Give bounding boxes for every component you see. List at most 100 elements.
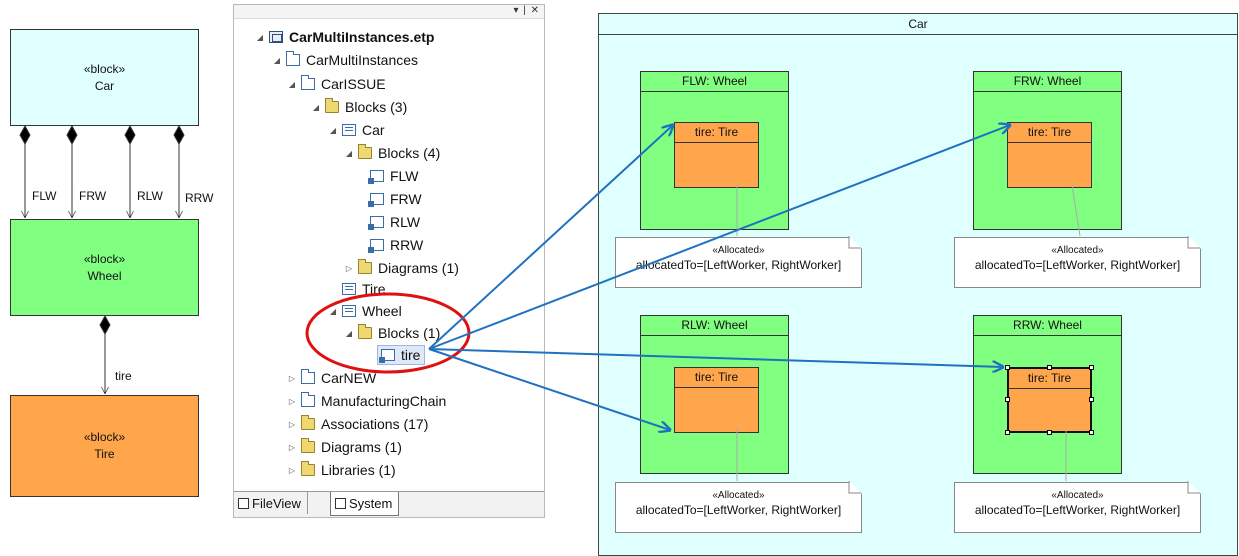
part-tire[interactable]: tire: Tire	[674, 367, 759, 433]
composition-diamond-icon	[66, 124, 78, 146]
allocated-note-frw[interactable]: «Allocated» allocatedTo=[LeftWorker, Rig…	[954, 237, 1201, 288]
instance-arrows	[428, 125, 1010, 430]
ibd-frame-title: Car	[599, 14, 1237, 35]
block-tire-stereotype: «block»	[83, 430, 126, 444]
collapse-toggle-icon[interactable]: ◢	[256, 32, 264, 42]
block-wheel-stereotype: «block»	[83, 251, 126, 266]
browser-tab-bar: FileView System	[234, 491, 544, 517]
composition-diamond-icon	[173, 124, 185, 146]
collapse-toggle-icon[interactable]: ◢	[345, 328, 353, 338]
part-icon	[379, 349, 395, 363]
expand-toggle-icon[interactable]: ▷	[288, 442, 296, 452]
folder-icon	[301, 438, 315, 453]
note-text: allocatedTo=[LeftWorker, RightWorker]	[974, 503, 1181, 517]
part-icon	[368, 216, 384, 230]
tree-node-libraries[interactable]: ▷Libraries (1)	[286, 460, 396, 480]
role-label-rrw: RRW	[185, 191, 214, 205]
expand-toggle-icon[interactable]: ▷	[345, 263, 353, 273]
collapse-toggle-icon[interactable]: ◢	[329, 306, 337, 316]
tree-node-part-tire[interactable]: tire	[377, 345, 426, 365]
part-title: tire: Tire	[675, 368, 758, 388]
role-label-rlw: RLW	[137, 189, 163, 203]
ibd-frame-car[interactable]: Car FLW: Wheel tire: Tire FRW: Wheel tir…	[598, 13, 1238, 556]
tree-node-blocks-1[interactable]: ◢Blocks (1)	[343, 323, 440, 343]
role-label-frw: FRW	[79, 189, 107, 203]
panel-controls[interactable]: ▾ | ✕	[513, 5, 540, 16]
collapse-toggle-icon[interactable]: ◢	[273, 55, 281, 65]
part-flw-wheel[interactable]: FLW: Wheel tire: Tire	[640, 71, 789, 230]
block-tire[interactable]: «block» Tire	[10, 395, 199, 497]
block-car[interactable]: «block» Car	[10, 29, 199, 126]
part-icon	[368, 170, 384, 184]
selection-handle[interactable]	[1089, 397, 1094, 402]
tree-node-part-rlw[interactable]: RLW	[367, 212, 420, 232]
part-rlw-wheel[interactable]: RLW: Wheel tire: Tire	[640, 315, 789, 474]
selection-handle[interactable]	[1005, 365, 1010, 370]
part-rrw-wheel[interactable]: RRW: Wheel tire: Tire	[973, 315, 1122, 474]
tree-node-carissue[interactable]: ◢CarISSUE	[286, 74, 386, 94]
note-text: allocatedTo=[LeftWorker, RightWorker]	[974, 258, 1181, 272]
tree-node-blocks-3[interactable]: ◢Blocks (3)	[310, 97, 407, 117]
selection-handle[interactable]	[1047, 430, 1052, 435]
package-icon	[286, 51, 300, 66]
composition-line-wheel-tire	[99, 314, 111, 394]
allocated-note-rrw[interactable]: «Allocated» allocatedTo=[LeftWorker, Rig…	[954, 482, 1201, 533]
allocated-note-rlw[interactable]: «Allocated» allocatedTo=[LeftWorker, Rig…	[615, 482, 862, 533]
collapse-toggle-icon[interactable]: ◢	[329, 125, 337, 135]
note-stereotype: «Allocated»	[1051, 245, 1104, 256]
expand-toggle-icon[interactable]: ▷	[288, 465, 296, 475]
role-label-flw: FLW	[32, 189, 57, 203]
expand-toggle-icon[interactable]: ▷	[288, 373, 296, 383]
arrow-to-frw-tire	[428, 125, 1010, 350]
selection-handle[interactable]	[1089, 365, 1094, 370]
folder-icon	[301, 415, 315, 430]
tree-node-associations[interactable]: ▷Associations (17)	[286, 414, 428, 434]
tree-node-diagrams-car[interactable]: ▷Diagrams (1)	[343, 258, 459, 278]
tree-node-manufacturing[interactable]: ▷ManufacturingChain	[286, 391, 446, 411]
selection-handle[interactable]	[1089, 430, 1094, 435]
expand-toggle-icon[interactable]: ▷	[288, 419, 296, 429]
collapse-toggle-icon[interactable]: ◢	[312, 102, 320, 112]
selection-handle[interactable]	[1047, 365, 1052, 370]
folder-icon	[358, 144, 372, 159]
tree-node-part-rrw[interactable]: RRW	[367, 235, 423, 255]
folder-icon	[325, 98, 339, 113]
expand-toggle-icon[interactable]: ▷	[288, 396, 296, 406]
allocated-note-flw[interactable]: «Allocated» allocatedTo=[LeftWorker, Rig…	[615, 237, 862, 288]
block-wheel[interactable]: «block» Wheel	[10, 219, 199, 316]
part-title: RLW: Wheel	[641, 316, 788, 336]
composition-diamond-icon	[99, 314, 111, 336]
tab-fileview[interactable]: FileView	[234, 492, 308, 514]
part-tire-selected[interactable]: tire: Tire	[1005, 365, 1094, 435]
selection-handle[interactable]	[1005, 430, 1010, 435]
composition-diamond-icon	[19, 124, 31, 146]
part-frw-wheel[interactable]: FRW: Wheel tire: Tire	[973, 71, 1122, 230]
tree-node-project[interactable]: ◢CarMultiInstances.etp	[254, 27, 435, 47]
package-icon	[301, 369, 315, 384]
part-tire[interactable]: tire: Tire	[1007, 122, 1092, 188]
composition-lines-car-wheel	[19, 124, 185, 218]
tree-node-car[interactable]: ◢Car	[327, 120, 385, 140]
note-corner-folds	[848, 236, 1200, 494]
tree-node-root-package[interactable]: ◢CarMultiInstances	[271, 50, 418, 70]
arrow-to-rrw-tire	[428, 348, 1003, 367]
part-title: tire: Tire	[675, 123, 758, 143]
tree-node-wheel[interactable]: ◢Wheel	[327, 301, 402, 321]
tree-node-part-flw[interactable]: FLW	[367, 166, 419, 186]
note-text: allocatedTo=[LeftWorker, RightWorker]	[635, 503, 842, 517]
collapse-toggle-icon[interactable]: ◢	[288, 79, 296, 89]
selection-handle[interactable]	[1005, 397, 1010, 402]
tree-node-diagrams[interactable]: ▷Diagrams (1)	[286, 437, 402, 457]
tab-system[interactable]: System	[330, 492, 400, 516]
part-tire[interactable]: tire: Tire	[674, 122, 759, 188]
tree-node-carnew[interactable]: ▷CarNEW	[286, 368, 376, 388]
tree-node-part-frw[interactable]: FRW	[367, 189, 422, 209]
tree-node-blocks-4[interactable]: ◢Blocks (4)	[343, 143, 440, 163]
folder-icon	[358, 259, 372, 274]
collapse-toggle-icon[interactable]: ◢	[345, 148, 353, 158]
role-label-tire: tire	[115, 369, 132, 383]
block-icon	[342, 283, 356, 295]
file-icon	[238, 497, 249, 509]
block-tire-name: Tire	[94, 447, 115, 461]
